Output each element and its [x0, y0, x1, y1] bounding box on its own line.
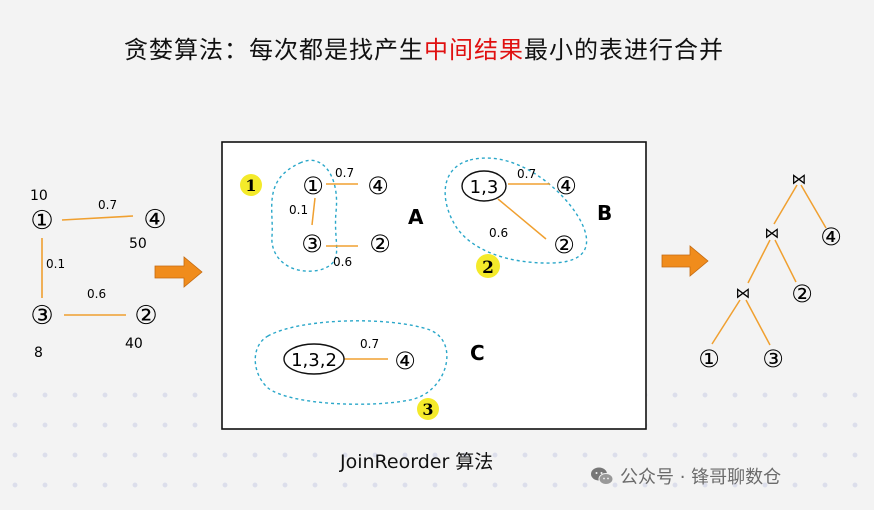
panel-a-edge-3-2: 0.6: [333, 255, 352, 269]
panel-c-node-4: ④: [394, 347, 416, 375]
panel-b-label: B: [597, 201, 612, 225]
panel-a: ① ④ ③ ② 0.7 0.1 0.6 A: [271, 159, 424, 272]
panel-a-edge-1-3: 0.1: [289, 203, 308, 217]
step-2-marker: [476, 254, 500, 278]
edge-label-1-4: 0.7: [98, 198, 117, 212]
title-suffix: 最小的表进行合并: [524, 36, 724, 64]
panel-b-node-2: ②: [553, 231, 575, 259]
panel-c-merged-node: [283, 343, 345, 375]
title-highlight: 中间结果: [424, 36, 524, 64]
panel-c-merged-label: 1,3,2: [291, 350, 337, 371]
caption: JoinReorder 算法: [340, 451, 494, 473]
process-box: 1 2 3 ① ④ ③ ② 0.7 0.1 0.6 A: [221, 141, 647, 430]
arrow-right-icon: [661, 245, 709, 277]
panel-a-node-2: ②: [369, 230, 391, 258]
panel-a-label: A: [408, 205, 424, 229]
page-title: 贪婪算法：每次都是找产生中间结果最小的表进行合并: [124, 30, 724, 65]
step-3-label: 3: [422, 400, 433, 419]
panel-c: 1,3,2 ④ 0.7 C: [254, 320, 485, 405]
panel-c-edge-4: 0.7: [360, 337, 379, 351]
arrow-right-icon: [154, 256, 203, 288]
panel-b-merged-label: 1,3: [470, 177, 499, 198]
node-4: ④: [143, 205, 166, 235]
step-1-label: 1: [245, 176, 256, 195]
step-2-label: 2: [482, 258, 494, 278]
panel-a-edge-1-4: 0.7: [335, 166, 354, 180]
panel-a-node-1: ①: [302, 172, 324, 200]
panel-a-node-3: ③: [301, 230, 323, 258]
size-label-3: 8: [34, 345, 43, 361]
join-symbol-bottom: ⋈: [736, 284, 751, 302]
node-1: ①: [30, 206, 53, 236]
node-3: ③: [30, 301, 53, 331]
panel-c-outline: [254, 320, 448, 405]
panel-b-merged-node: [461, 170, 507, 202]
panel-b-node-4: ④: [555, 172, 577, 200]
step-3-marker: [417, 398, 439, 420]
tree-leaf-2: ②: [791, 280, 813, 308]
edge-1-4: [61, 215, 134, 221]
wechat-icon: [591, 467, 614, 485]
step-1-marker: [240, 174, 262, 196]
panel-a-node-4: ④: [367, 172, 389, 200]
tree-leaf-4: ④: [820, 223, 842, 251]
node-2: ②: [134, 301, 157, 331]
panel-b-edge-2: 0.6: [489, 226, 508, 240]
panel-b-edge-4: 0.7: [517, 167, 536, 181]
join-symbol-root: ⋈: [792, 170, 807, 188]
edge-label-1-3: 0.1: [46, 257, 65, 271]
size-label-2: 40: [125, 336, 143, 352]
join-tree: ⋈ ⋈ ⋈ ④ ② ① ③: [698, 170, 842, 373]
left-graph: ① ④ ③ ② 10 50 8 40 0.7 0.1 0.6: [30, 188, 167, 361]
title-prefix: 贪婪算法：每次都是找产生: [124, 36, 424, 64]
size-label-4: 50: [129, 236, 147, 252]
watermark-text: 公众号 · 锋哥聊数仓: [620, 467, 782, 488]
tree-leaf-3: ③: [762, 345, 784, 373]
join-symbol-middle: ⋈: [765, 224, 780, 242]
panel-b: 1,3 ④ ② 0.7 0.6 B: [444, 157, 612, 264]
tree-leaf-1: ①: [698, 345, 720, 373]
edge-label-3-2: 0.6: [87, 287, 106, 301]
size-label-1: 10: [30, 188, 48, 204]
panel-c-label: C: [470, 341, 485, 365]
watermark: 公众号 · 锋哥聊数仓: [590, 463, 781, 489]
